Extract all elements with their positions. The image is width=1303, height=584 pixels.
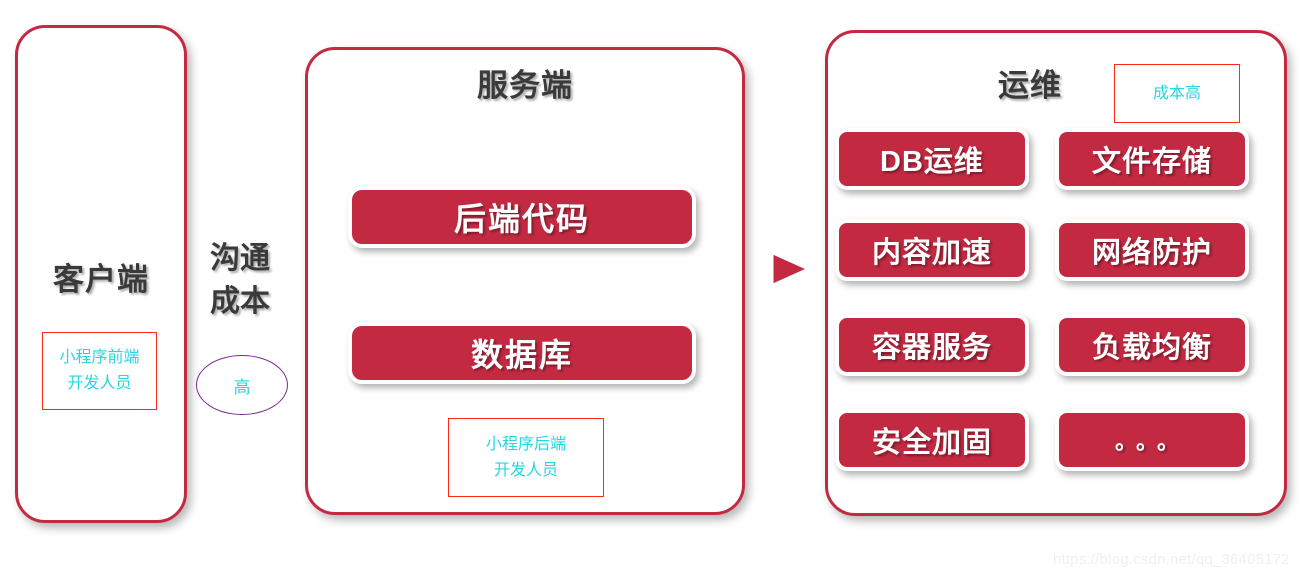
panel-client-title: 客户端 [53, 262, 149, 297]
ops-item-db-ops[interactable]: DB运维 [835, 128, 1029, 190]
ops-item-load-balancing[interactable]: 负载均衡 [1055, 314, 1249, 376]
ops-cost-note-label: 成本高 [1152, 84, 1201, 102]
server-item-backend-code-label: 后端代码 [453, 201, 590, 237]
ops-item-content-acceleration[interactable]: 内容加速 [835, 219, 1029, 281]
watermark: https://blog.csdn.net/qq_36405172 [1053, 551, 1290, 568]
ops-item-file-storage[interactable]: 文件存储 [1055, 128, 1249, 190]
client-role-note-line2: 开发人员 [67, 375, 132, 392]
panel-client [15, 25, 187, 523]
communication-cost-label: 沟通 成本 [192, 237, 288, 323]
server-to-ops-arrow [768, 248, 814, 290]
ops-item-container-service-label: 容器服务 [871, 332, 992, 364]
ops-item-load-balancing-label: 负载均衡 [1091, 332, 1212, 364]
client-role-note-line1: 小程序前端 [59, 349, 140, 366]
ops-item-security-hardening[interactable]: 安全加固 [835, 409, 1029, 471]
communication-cost-line1: 沟通 [210, 242, 270, 275]
server-role-note: 小程序后端 开发人员 [448, 418, 604, 497]
panel-ops-title: 运维 [998, 68, 1062, 103]
ops-item-container-service[interactable]: 容器服务 [835, 314, 1029, 376]
ops-item-file-storage-label: 文件存储 [1091, 146, 1212, 178]
server-item-database[interactable]: 数据库 [348, 322, 696, 384]
ops-item-security-hardening-label: 安全加固 [871, 427, 992, 459]
ops-item-network-protection-label: 网络防护 [1091, 237, 1212, 269]
ops-item-content-acceleration-label: 内容加速 [871, 237, 992, 269]
ops-item-more[interactable]: 。。。 [1055, 409, 1249, 471]
server-item-database-label: 数据库 [470, 337, 573, 373]
communication-cost-badge: 高 [196, 355, 288, 415]
communication-cost-badge-label: 高 [233, 377, 251, 397]
client-role-note: 小程序前端 开发人员 [42, 332, 157, 410]
server-role-note-line2: 开发人员 [493, 461, 558, 479]
server-role-note-line1: 小程序后端 [485, 435, 566, 453]
ops-item-db-ops-label: DB运维 [880, 146, 984, 178]
ops-cost-note: 成本高 [1114, 64, 1240, 123]
ops-item-network-protection[interactable]: 网络防护 [1055, 219, 1249, 281]
communication-cost-line2: 成本 [210, 285, 270, 318]
ops-item-more-label: 。。。 [1114, 429, 1189, 454]
server-item-backend-code[interactable]: 后端代码 [348, 186, 696, 248]
panel-server-title: 服务端 [477, 68, 573, 103]
